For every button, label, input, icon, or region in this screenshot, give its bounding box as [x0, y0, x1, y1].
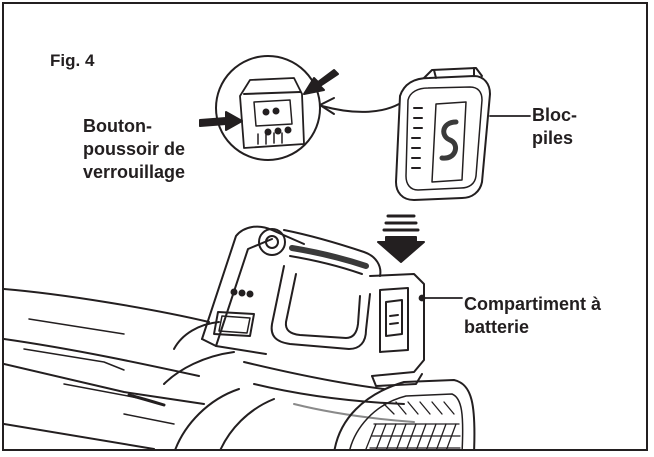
figure-frame: Fig. 4 Bouton- poussoir de verrouillage …	[2, 2, 648, 451]
lock-button-callout-line-3: verrouillage	[83, 162, 186, 182]
battery-pack-callout-line-2: piles	[532, 128, 574, 148]
battery-pack-callout: Bloc- piles	[532, 104, 577, 150]
lock-button-callout-line-2: poussoir de	[83, 139, 186, 159]
lock-button-callout-line-1: Bouton-	[83, 116, 152, 136]
air-intake-grille	[333, 379, 476, 449]
lock-button-callout: Bouton- poussoir de verrouillage	[83, 115, 185, 184]
figure-label: Fig. 4	[50, 51, 95, 70]
motor-housing	[163, 321, 415, 449]
insert-arrow	[377, 214, 425, 263]
battery-pack-callout-line-1: Bloc-	[532, 105, 577, 125]
leader-lines	[418, 115, 531, 302]
handle-body	[201, 225, 425, 387]
leaf-blower-illustration	[4, 55, 531, 449]
battery-compartment-callout-line-2: batterie	[464, 317, 530, 337]
blower-tube	[4, 288, 210, 449]
battery-pack-drawing	[319, 67, 491, 201]
battery-compartment-callout-line-1: Compartiment à	[464, 294, 602, 314]
latch-detail-circle	[199, 55, 339, 161]
battery-compartment-callout: Compartiment à batterie	[464, 293, 601, 339]
